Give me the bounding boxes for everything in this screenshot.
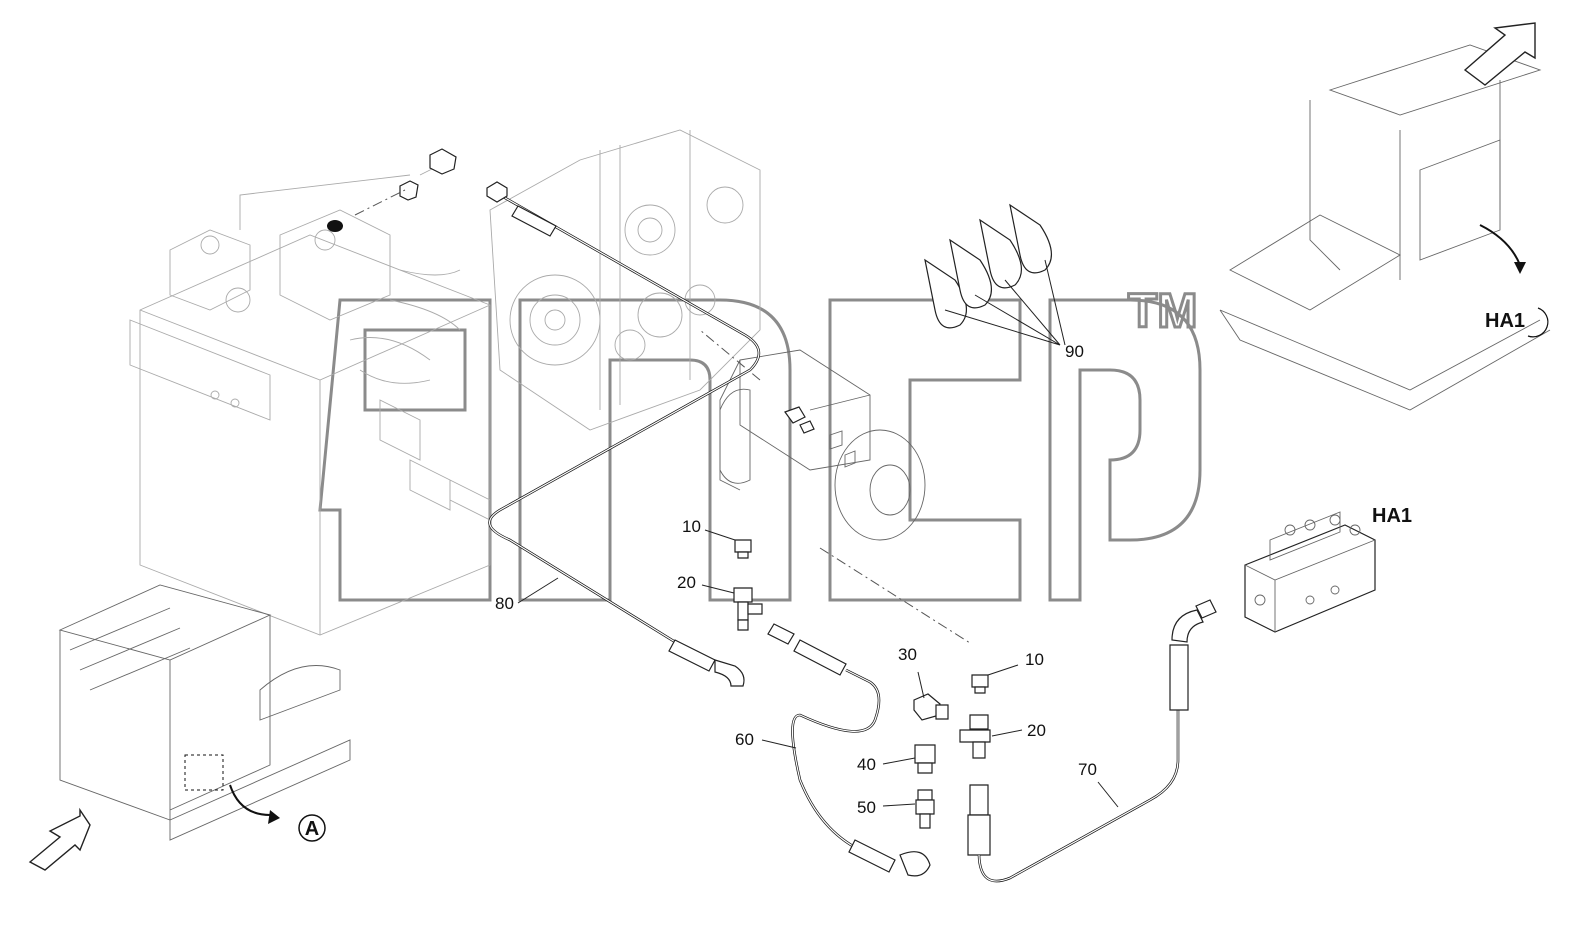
pump-port-icon	[327, 220, 343, 232]
cable-ties	[924, 203, 1066, 346]
hose-70	[977, 599, 1217, 883]
view-arrow-top-icon	[1463, 22, 1536, 86]
valve-block	[1244, 511, 1376, 633]
view-ha1-label: HA1	[1372, 505, 1412, 527]
engine-assembly	[129, 129, 971, 644]
callout-10a: 10	[682, 517, 701, 536]
callout-10b: 10	[1025, 650, 1044, 669]
fittings-group-3	[959, 664, 1023, 856]
fittings-group-1	[701, 529, 763, 631]
callout-40: 40	[857, 755, 876, 774]
watermark: TM	[318, 284, 1202, 602]
callout-20b: 20	[1027, 721, 1046, 740]
machine-overview-right: HA1	[1219, 22, 1551, 411]
view-a-badge	[298, 814, 326, 842]
valve-block-icon	[1244, 524, 1376, 633]
view-ha1-label-top: HA1	[1485, 310, 1525, 332]
callout-labels: 10 20 80 90 30 10 20 60 40 50 70 HA1	[495, 342, 1412, 817]
hose-fitting-icon	[486, 181, 508, 203]
view-arrow-icon	[28, 807, 91, 871]
fittings-group-2	[913, 671, 949, 829]
view-a-label: A	[305, 818, 319, 840]
hose-60	[767, 623, 931, 877]
callout-20a: 20	[677, 573, 696, 592]
callout-90: 90	[1065, 342, 1084, 361]
callout-70: 70	[1078, 760, 1097, 779]
hose-80	[486, 181, 761, 687]
callout-30: 30	[898, 645, 917, 664]
watermark-tm: TM	[1128, 285, 1197, 338]
leader-lines	[517, 577, 1119, 808]
callout-60: 60	[735, 730, 754, 749]
machine-overview-left: A	[28, 584, 351, 871]
callout-50: 50	[857, 798, 876, 817]
callout-80: 80	[495, 594, 514, 613]
